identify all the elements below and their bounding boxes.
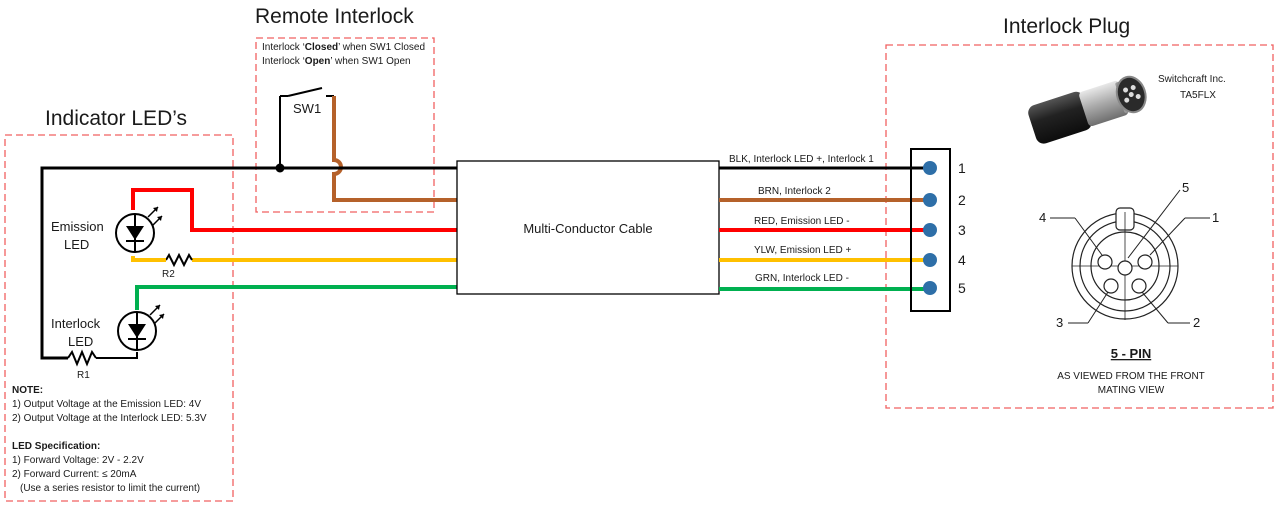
interlock-led-label-1: Interlock <box>51 316 101 331</box>
terminal-number-3: 3 <box>958 222 966 238</box>
terminal-pin-5 <box>923 281 937 295</box>
pin-title: 5 - PIN <box>1111 346 1151 361</box>
interlock-plug-title: Interlock Plug <box>1003 15 1130 38</box>
pinout-callout-2: 2 <box>1193 315 1200 330</box>
note-heading: NOTE: <box>12 385 43 396</box>
led-spec-line-1: 1) Forward Voltage: 2V - 2.2V <box>12 455 144 466</box>
pinout-callout-1: 1 <box>1212 210 1219 225</box>
cable-label: Multi-Conductor Cable <box>523 221 652 236</box>
remote-interlock-title: Remote Interlock <box>255 5 414 28</box>
terminal-number-2: 2 <box>958 192 966 208</box>
pin-view-line-1: AS VIEWED FROM THE FRONT <box>1057 371 1205 382</box>
led-spec-line-2: 2) Forward Current: ≤ 20mA <box>12 469 137 480</box>
sw1-switch <box>279 87 334 168</box>
terminal-pin-4 <box>923 253 937 267</box>
wire-red <box>131 188 457 232</box>
wire-label-3: RED, Emission LED - <box>754 216 850 227</box>
connector-maker: Switchcraft Inc. <box>1158 74 1226 85</box>
interlock-led-symbol <box>117 304 165 351</box>
emission-led-label-2: LED <box>64 237 89 252</box>
pinout-callout-4: 4 <box>1039 210 1046 225</box>
terminal-pin-3 <box>923 223 937 237</box>
pin-view-line-2: MATING VIEW <box>1098 385 1165 396</box>
wire-label-5: GRN, Interlock LED - <box>755 273 849 284</box>
terminal-pin-2 <box>923 193 937 207</box>
interlock-led-label-2: LED <box>68 334 93 349</box>
resistor-r2 <box>165 252 193 268</box>
r1-label: R1 <box>77 370 90 381</box>
connector-part: TA5FLX <box>1180 90 1216 101</box>
interlock-plug-box <box>885 44 1274 409</box>
wire-r1-to-led <box>96 352 138 359</box>
wire-label-2: BRN, Interlock 2 <box>758 186 831 197</box>
note-line-2: 2) Output Voltage at the Interlock LED: … <box>12 413 207 424</box>
led-spec-line-3: (Use a series resistor to limit the curr… <box>20 483 200 494</box>
pinout-leader-lines <box>1050 189 1210 324</box>
pinout-drawing <box>1071 207 1179 320</box>
terminal-block <box>910 148 951 312</box>
r2-label: R2 <box>162 269 175 280</box>
terminal-number-1: 1 <box>958 160 966 176</box>
led-spec-heading: LED Specification: <box>12 441 100 452</box>
wire-grn <box>135 285 457 310</box>
terminal-number-5: 5 <box>958 280 966 296</box>
sw1-label: SW1 <box>293 101 321 116</box>
note-line-1: 1) Output Voltage at the Emission LED: 4… <box>12 399 201 410</box>
emission-led-label-1: Emission <box>51 219 104 234</box>
indicator-leds-title: Indicator LED’s <box>45 107 187 130</box>
pinout-callout-3: 3 <box>1056 315 1063 330</box>
wire-brn-switch <box>332 96 457 202</box>
cable-box <box>456 160 720 295</box>
wire-label-1: BLK, Interlock LED +, Interlock 1 <box>729 154 874 165</box>
wire-blk-main <box>40 166 457 360</box>
resistor-r1 <box>67 349 97 367</box>
remote-note-closed: Interlock ‘Closed’ when SW1 Closed <box>262 42 425 53</box>
pinout-callout-5: 5 <box>1182 180 1189 195</box>
terminal-pin-1 <box>923 161 937 175</box>
wire-label-4: YLW, Emission LED + <box>754 245 852 256</box>
remote-note-open: Interlock ‘Open’ when SW1 Open <box>262 56 411 67</box>
wire-r2-to-led <box>131 256 166 262</box>
remote-interlock-box <box>255 37 435 213</box>
connector-photo <box>1028 75 1147 144</box>
indicator-leds-box <box>4 134 234 502</box>
terminal-number-4: 4 <box>958 252 966 268</box>
emission-led-symbol <box>115 206 163 253</box>
